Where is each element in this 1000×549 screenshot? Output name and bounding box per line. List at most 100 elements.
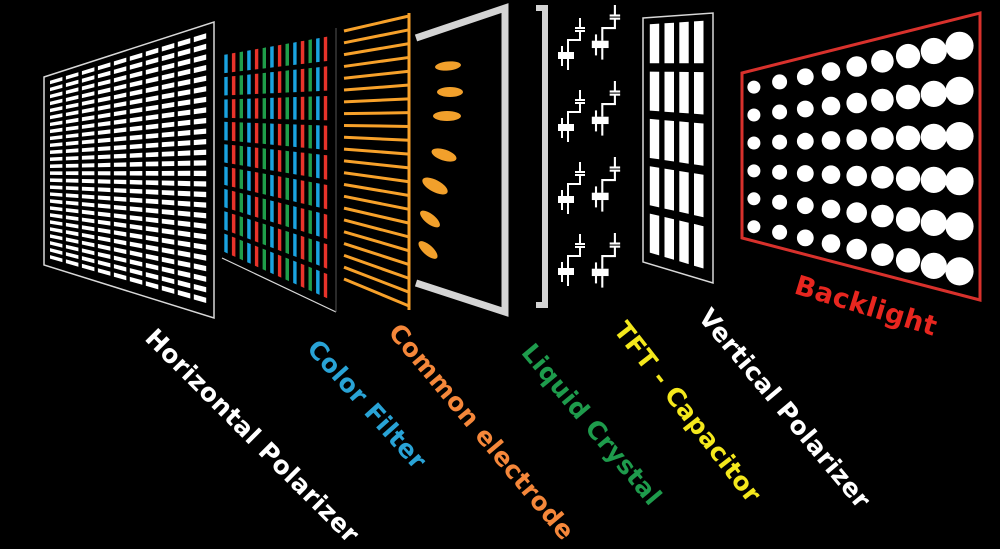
polarizer-slit [113, 92, 127, 100]
color-filter-subpixel [262, 72, 266, 94]
polarizer-slit [81, 194, 95, 200]
polarizer-slit [81, 147, 95, 152]
polarizer-slit [97, 219, 111, 226]
color-filter-subpixel [293, 124, 297, 148]
polarizer-slit [65, 200, 79, 206]
polarizer-slit [81, 91, 95, 99]
polarizer-slit [145, 272, 159, 280]
polarizer-slit [129, 143, 143, 150]
polarizer-slit [161, 276, 175, 285]
polarizer-slot [679, 21, 689, 64]
backlight-led [747, 136, 761, 150]
color-filter-subpixel [254, 48, 259, 70]
polarizer-slit [129, 61, 143, 70]
polarizer-slit [97, 70, 111, 79]
color-filter-subpixel [224, 76, 228, 96]
polarizer-slit [97, 121, 111, 127]
backlight-led [846, 129, 867, 150]
backlight-led [772, 164, 788, 180]
polarizer-slit [50, 220, 63, 226]
polarizer-slit [161, 209, 175, 216]
tft-transistor-body [591, 192, 609, 201]
polarizer-slit [97, 87, 111, 95]
polarizer-slit [193, 75, 207, 84]
polarizer-slit [145, 281, 159, 290]
color-filter-subpixel [277, 97, 282, 120]
backlight-frame [740, 11, 982, 302]
polarizer-slit [50, 156, 63, 161]
tft-drain-wire [567, 31, 581, 52]
backlight-led [821, 199, 841, 219]
polarizer-slit [145, 207, 159, 214]
color-filter-subpixel [254, 73, 259, 94]
common-electrode-layer [343, 13, 411, 310]
backlight-led [945, 122, 974, 151]
polarizer-slit [129, 70, 143, 79]
color-filter-subpixel [262, 98, 266, 119]
polarizer-slit [81, 99, 95, 106]
polarizer-slit [161, 92, 175, 100]
backlight-led [895, 166, 921, 191]
electrode-line [343, 277, 410, 308]
polarizer-slit [113, 255, 127, 263]
color-filter-subpixel [239, 51, 243, 72]
polarizer-slot [649, 23, 660, 64]
backlight-led [747, 80, 761, 94]
polarizer-slit [145, 189, 159, 195]
backlight-led [772, 224, 788, 240]
polarizer-slit [113, 57, 127, 66]
polarizer-slit [161, 151, 175, 157]
polarizer-slit [161, 141, 175, 148]
color-filter-subpixel [247, 50, 251, 71]
polarizer-slit [145, 217, 159, 224]
color-filter-subpixel [262, 123, 266, 145]
electrode-line [343, 135, 410, 142]
color-filter-subpixel [293, 69, 297, 93]
polarizer-slit [65, 95, 79, 102]
color-filter-subpixel [277, 71, 282, 93]
polarizer-slit [129, 179, 143, 185]
polarizer-slot [649, 118, 660, 160]
electrode-line [343, 230, 410, 253]
polarizer-slit [177, 250, 191, 258]
color-filter-subpixel [316, 67, 320, 92]
polarizer-slit [81, 248, 95, 256]
polarizer-slit [81, 233, 95, 240]
backlight-led [945, 212, 974, 241]
polarizer-slit [193, 96, 207, 104]
polarizer-slit [97, 268, 111, 276]
tft-transistor-body [558, 124, 574, 131]
polarizer-slit [81, 263, 95, 272]
color-filter-subpixel [270, 46, 274, 68]
polarizer-slit [65, 117, 79, 124]
polarizer-slit [193, 191, 207, 198]
color-filter-subpixel [231, 236, 236, 257]
polarizer-slit [65, 237, 79, 244]
polarizer-slit [129, 161, 143, 167]
horizontal-polarizer-frame [43, 20, 215, 320]
polarizer-slit [177, 180, 191, 187]
backlight-led [945, 76, 974, 105]
rear-glass-frame [536, 5, 548, 308]
tft-drain-wire [601, 170, 616, 193]
polarizer-slit [113, 75, 127, 83]
color-filter-subpixel [300, 208, 305, 232]
polarizer-slit [65, 125, 79, 131]
backlight-led [895, 125, 921, 150]
polarizer-slit [193, 86, 207, 94]
color-filter-subpixel [308, 39, 312, 64]
polarizer-slit [97, 154, 111, 160]
polarizer-slit [113, 83, 127, 91]
backlight-led [920, 123, 947, 150]
color-filter-subpixel [239, 192, 243, 213]
polarizer-slit [129, 98, 143, 105]
color-filter-subpixel [231, 213, 236, 234]
polarizer-slit [65, 186, 79, 191]
polarizer-slit [50, 149, 63, 154]
color-filter-subpixel [254, 147, 259, 169]
backlight-led [796, 100, 814, 118]
backlight-led [796, 68, 814, 86]
backlight-led [871, 50, 894, 73]
tft-transistor-body [591, 268, 609, 277]
polarizer-slit [177, 68, 191, 77]
